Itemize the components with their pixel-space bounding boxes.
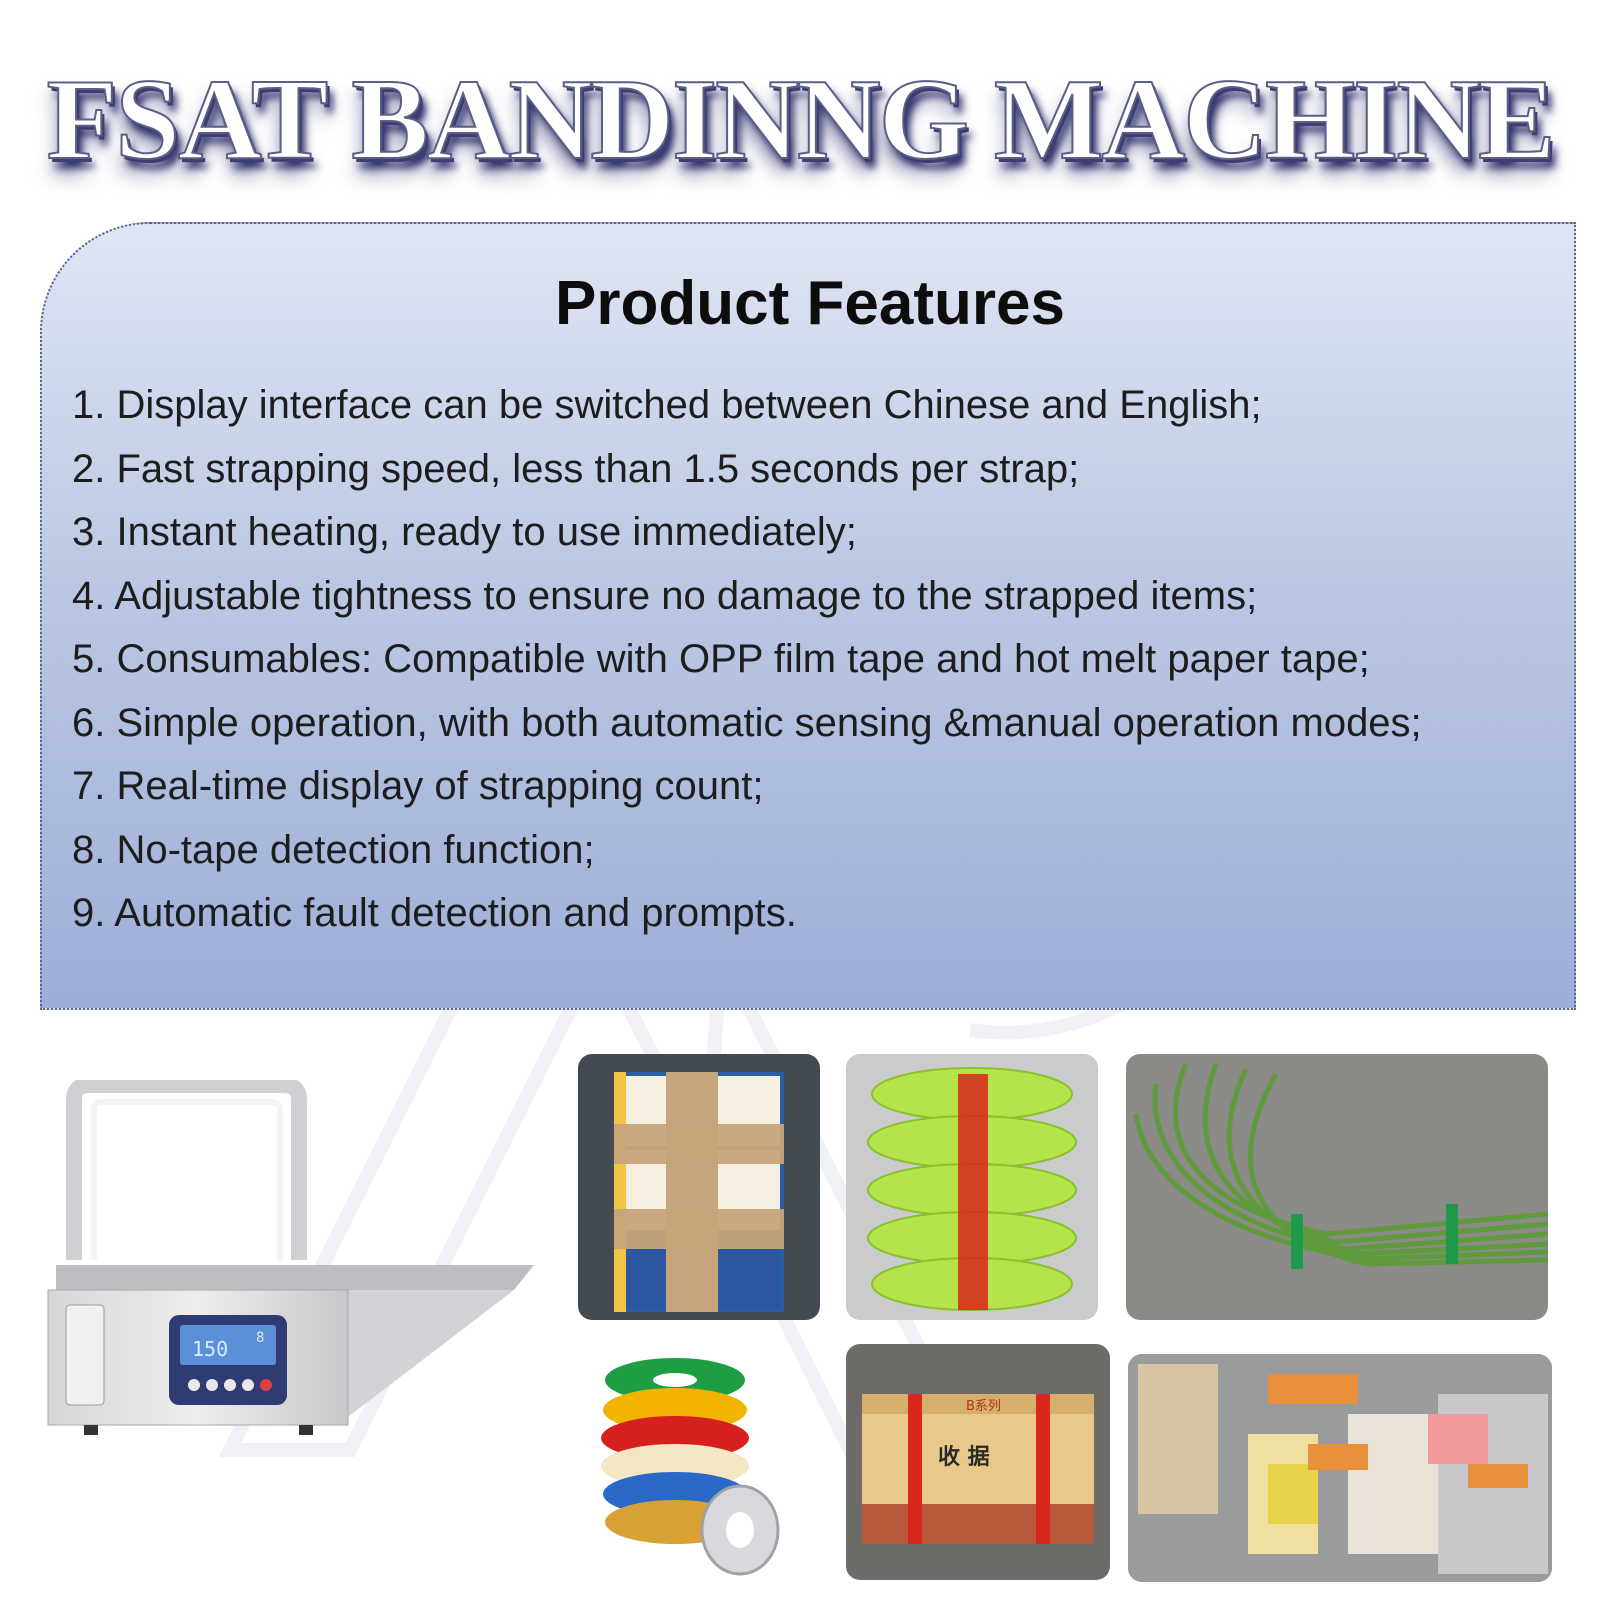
feature-list: 1. Display interface can be switched bet…	[72, 374, 1572, 946]
feature-item: 3. Instant heating, ready to use immedia…	[72, 510, 857, 554]
machine-display-small: 8	[256, 1330, 264, 1346]
photo-garlic-stems	[1126, 1054, 1548, 1320]
features-panel: Product Features 1. Display interface ca…	[40, 222, 1576, 1010]
feature-item: 7. Real-time display of strapping count;	[72, 764, 764, 808]
machine-display-count: 150	[192, 1337, 228, 1361]
feature-item: 4. Adjustable tightness to ensure no dam…	[72, 573, 1258, 618]
photo-misc-items	[1128, 1354, 1552, 1582]
tape-rolls-image	[601, 1358, 780, 1576]
photo-receipt-books: B系列 收 据	[846, 1344, 1110, 1580]
receipt-series-label: B系列	[966, 1399, 1001, 1414]
feature-item: 5. Consumables: Compatible with OPP film…	[72, 637, 1370, 681]
features-title: Product Features	[555, 269, 1065, 338]
banding-machine-image: 150 8	[47, 1080, 534, 1435]
photo-snack-packets	[846, 1054, 1098, 1320]
feature-item: 1. Display interface can be switched bet…	[72, 383, 1262, 427]
feature-item: 2. Fast strapping speed, less than 1.5 s…	[72, 446, 1080, 491]
headline-title: FSAT BANDINNG MACHINE	[46, 55, 1557, 185]
receipt-title: 收 据	[938, 1444, 990, 1470]
feature-item: 6. Simple operation, with both automatic…	[72, 700, 1422, 745]
feature-item: 9. Automatic fault detection and prompts…	[72, 891, 797, 935]
photo-document-boxes	[578, 1054, 820, 1320]
feature-item: 8. No-tape detection function;	[72, 827, 595, 872]
